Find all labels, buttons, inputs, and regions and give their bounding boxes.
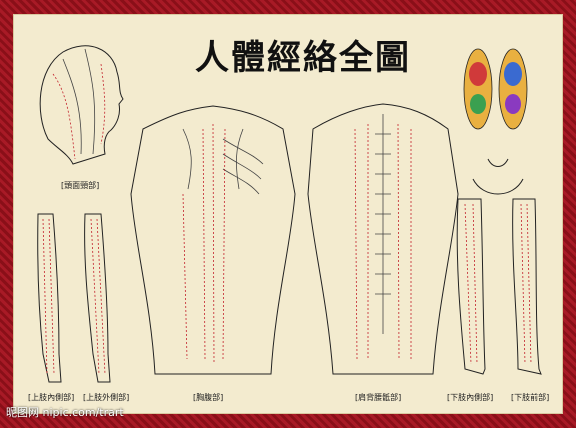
upper-limb-inner-figure: [37, 213, 62, 383]
lower-limb-inner-figure: [456, 198, 486, 375]
caption-back: [肩背腰骶部]: [355, 393, 402, 402]
caption-lower-limb-inner: [下肢內側部]: [447, 393, 494, 402]
caption-head: [頭面頸部]: [61, 181, 100, 190]
chest-abdomen-figure: [130, 105, 296, 375]
anatomy-illustrations: [37, 45, 542, 383]
caption-upper-limb-inner: [上肢內側部]: [28, 393, 75, 402]
head-figure: [39, 45, 124, 165]
foot-reflexology-figure: [463, 48, 528, 130]
caption-chest-abdomen: [胸腹部]: [193, 393, 224, 402]
poster-title: 人體經絡全圖: [195, 38, 411, 78]
watermark: 昵图网 nipic.com/trart: [6, 406, 124, 419]
lower-limb-front-figure: [512, 198, 542, 375]
caption-lower-limb-front: [下肢前部]: [511, 393, 550, 402]
caption-upper-limb-outer: [上肢外側部]: [83, 393, 130, 402]
back-figure: [307, 103, 459, 375]
upper-limb-outer-figure: [84, 213, 111, 383]
meridian-poster: 人體經絡全圖: [13, 14, 563, 414]
pelvis-figure: [472, 158, 524, 195]
